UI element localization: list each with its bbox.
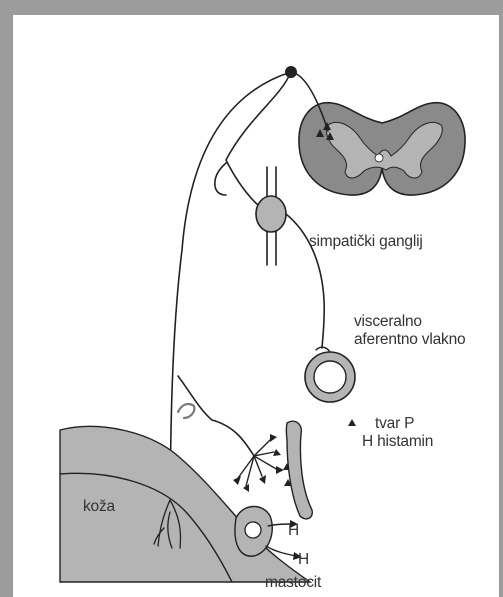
terminal-branches [238,438,278,486]
legend-triangle-symbol [348,419,356,426]
capillary [286,421,312,519]
h-label-upper: H [288,522,299,540]
fiber-to-ganglion [226,72,291,214]
sympathetic-ganglion [256,167,286,265]
visceral-vessel [305,347,355,402]
nerve-endings [233,434,284,492]
ganglion-label: simpatički ganglij [309,233,423,251]
substance-p-label: tvar P [375,415,414,433]
diagram-frame: simpatički ganglij visceralno aferentno … [13,15,499,597]
spinal-cord [299,103,465,195]
h-label-lower: H [298,551,309,569]
visceral-fiber-label-line1: visceralno [354,313,422,331]
branch-curl [178,404,194,418]
short-fiber-curl [215,163,226,195]
skin-label: koža [83,498,115,516]
mast-cell-label: mastocit [265,574,321,592]
visceral-fiber-label-line2: aferentno vlakno [354,331,465,349]
histamine-label: H histamin [362,433,433,451]
